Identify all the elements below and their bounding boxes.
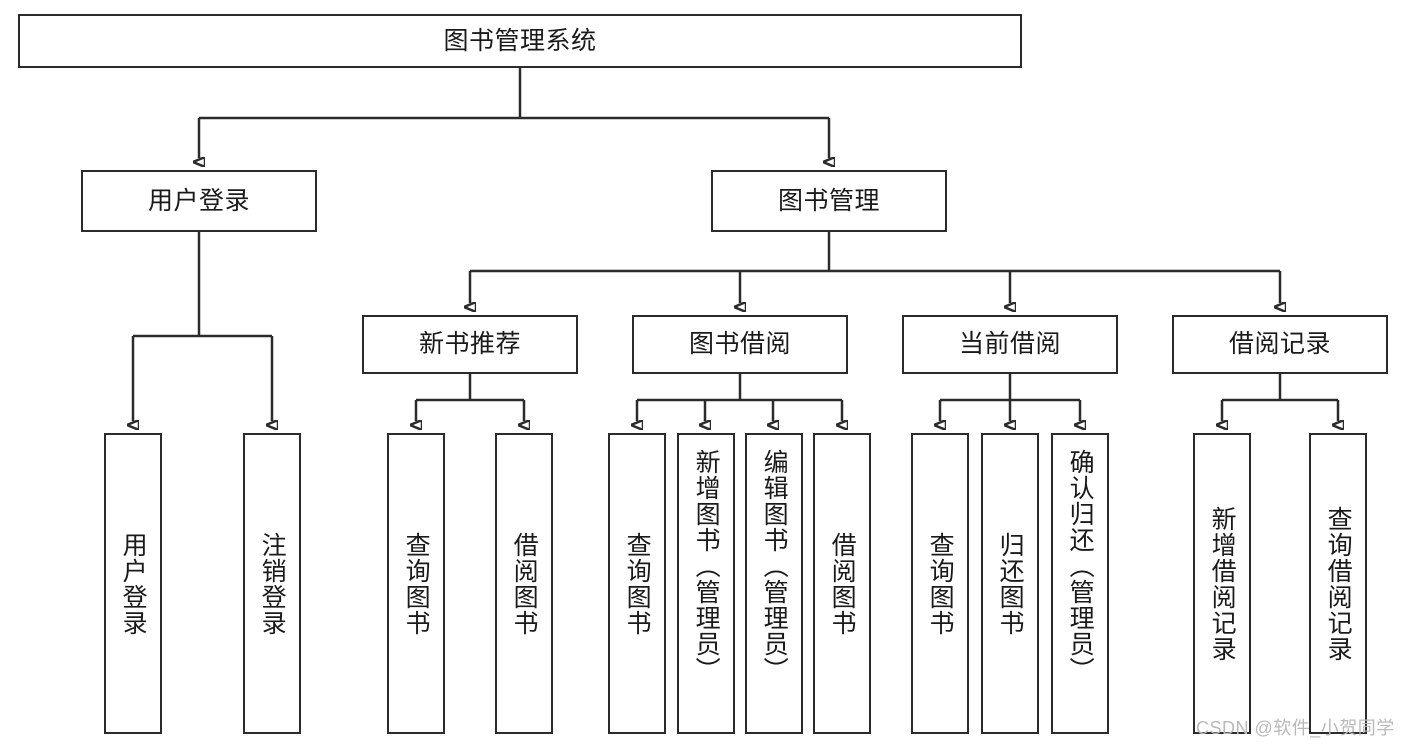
node-current-borrow[interactable]: 当前借阅 — [902, 315, 1118, 374]
node-book-borrow[interactable]: 图书借阅 — [632, 315, 848, 374]
leaf-new-book-query[interactable]: 查询图书 — [387, 433, 445, 734]
node-user-login[interactable]: 用户登录 — [81, 170, 317, 232]
node-root-system[interactable]: 图书管理系统 — [18, 14, 1022, 68]
leaf-current-borrow-query[interactable]: 查询图书 — [911, 433, 969, 734]
leaf-book-borrow-query[interactable]: 查询图书 — [608, 433, 666, 734]
csdn-watermark: CSDN @软件_小贺同学 — [1196, 718, 1395, 738]
node-book-management[interactable]: 图书管理 — [711, 170, 947, 232]
leaf-book-borrow-add[interactable]: 新增图书（管理员） — [677, 433, 735, 734]
leaf-book-borrow-lend[interactable]: 借阅图书 — [813, 433, 871, 734]
leaf-new-book-borrow[interactable]: 借阅图书 — [495, 433, 553, 734]
leaf-user-login-logout[interactable]: 注销登录 — [243, 433, 301, 734]
leaf-user-login-login[interactable]: 用户登录 — [104, 433, 162, 734]
leaf-current-borrow-return[interactable]: 归还图书 — [981, 433, 1039, 734]
node-new-book-recommend[interactable]: 新书推荐 — [362, 315, 578, 374]
leaf-book-borrow-edit[interactable]: 编辑图书（管理员） — [745, 433, 803, 734]
node-borrow-record[interactable]: 借阅记录 — [1172, 315, 1388, 374]
leaf-current-borrow-confirm-return[interactable]: 确认归还（管理员） — [1051, 433, 1109, 734]
leaf-borrow-record-add[interactable]: 新增借阅记录 — [1193, 433, 1251, 734]
leaf-borrow-record-query[interactable]: 查询借阅记录 — [1309, 433, 1367, 734]
